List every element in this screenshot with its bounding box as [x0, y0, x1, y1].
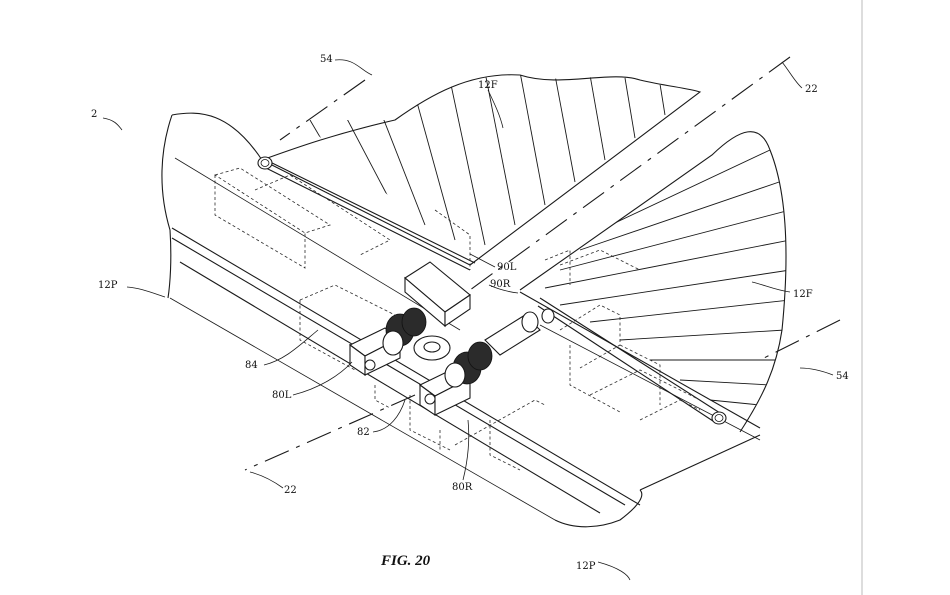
label-90l: 90L [497, 262, 517, 273]
label-54-right: 54 [836, 371, 849, 382]
label-80l: 80L [272, 390, 292, 401]
label-22-top: 22 [805, 84, 818, 95]
gear-mechanism [350, 262, 554, 415]
centerline-22 [245, 57, 840, 470]
hinge-rod-54-right [538, 298, 726, 424]
label-22-bottom: 22 [284, 485, 297, 496]
label-12f-top: 12F [478, 80, 498, 91]
flap-12f-right [520, 132, 790, 432]
figure-caption: FIG. 20 [380, 553, 431, 569]
flap-12f-upper [262, 72, 700, 265]
hidden-frame-lines [215, 168, 700, 470]
label-12p-bottom: 12P [576, 561, 596, 572]
label-90r: 90R [490, 279, 511, 290]
label-12p-left: 12P [98, 280, 118, 291]
label-12f-right: 12F [793, 289, 813, 300]
label-84: 84 [245, 360, 258, 371]
label-80r: 80R [452, 482, 473, 493]
leader-lines [103, 60, 833, 580]
label-82: 82 [357, 427, 370, 438]
label-2: 2 [91, 109, 97, 120]
label-54-top: 54 [320, 54, 333, 65]
